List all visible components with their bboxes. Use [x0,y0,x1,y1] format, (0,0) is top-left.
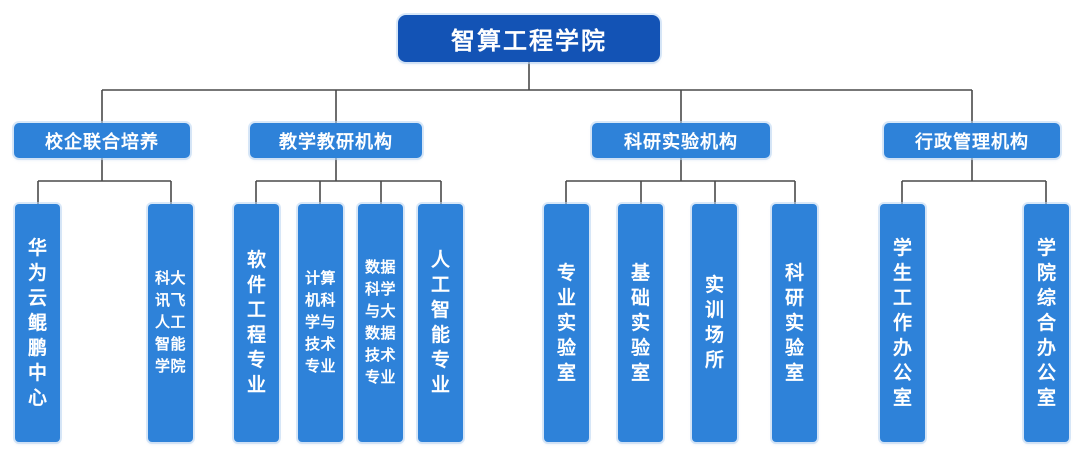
leaf-huawei-cloud-kunpeng-center: 华 为 云 鲲 鹏 中 心 [15,204,60,442]
leaf-artificial-intelligence-major: 人 工 智 能 专 业 [418,204,463,442]
group-scientific-research-lab-org: 科研实验机构 [592,123,770,158]
leaf-basic-lab: 基 础 实 验 室 [618,204,663,442]
leaf-scientific-research-lab: 科 研 实 验 室 [772,204,817,442]
leaf-practical-training-venue: 实 训 场 所 [692,204,737,442]
leaf-student-affairs-office: 学 生 工 作 办 公 室 [880,204,925,442]
leaf-college-general-office: 学 院 综 合 办 公 室 [1024,204,1069,442]
leaf-iflytek-ai-college: 科大 讯飞 人工 智能 学院 [148,204,193,442]
group-school-enterprise-training: 校企联合培养 [14,123,190,158]
group-teaching-research-org: 教学教研机构 [250,123,422,158]
leaf-professional-lab: 专 业 实 验 室 [544,204,589,442]
leaf-software-engineering-major: 软 件 工 程 专 业 [234,204,279,442]
leaf-data-science-bigdata-major: 数据 科学 与大 数据 技术 专业 [358,204,403,442]
org-root-node: 智算工程学院 [398,15,660,62]
leaf-computer-science-tech-major: 计算 机科 学与 技术 专业 [298,204,343,442]
group-administrative-org: 行政管理机构 [884,123,1060,158]
connector-path [37,62,1047,204]
